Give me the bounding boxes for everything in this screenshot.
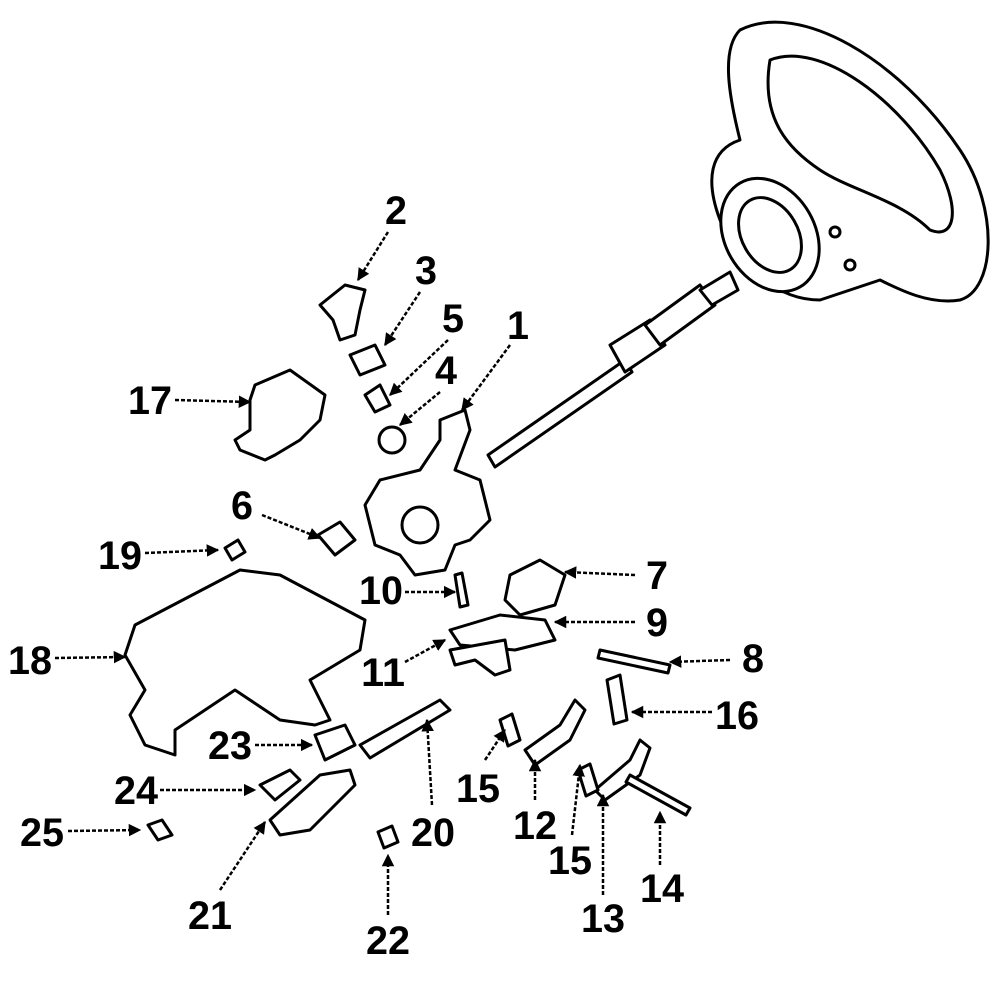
callout-21: 21 [188, 894, 232, 938]
part-6 [316, 520, 357, 557]
spring-15a [498, 712, 522, 748]
callout-7: 7 [646, 554, 668, 598]
steering-wheel [710, 20, 990, 303]
leader-arrow-1 [460, 344, 512, 412]
part-23 [313, 723, 357, 762]
leader-arrow-21 [218, 820, 267, 891]
pin-14 [624, 773, 692, 817]
leader-arrow-17 [174, 395, 252, 408]
lever-12 [523, 698, 587, 767]
leader-arrow-15 [483, 728, 507, 761]
callout-4: 4 [435, 349, 458, 393]
leader-arrow-5 [389, 339, 449, 396]
callout-16: 16 [715, 694, 759, 738]
callout-19: 19 [98, 534, 142, 578]
gear [377, 425, 407, 455]
parts [123, 20, 990, 850]
leader-arrow-20 [421, 718, 434, 806]
callout-6: 6 [231, 484, 253, 528]
leader-arrow-19 [144, 544, 220, 557]
callout-2: 2 [385, 189, 407, 233]
leader-arrow-3 [383, 291, 422, 347]
callout-15: 15 [456, 767, 500, 811]
callout-23: 23 [208, 724, 252, 768]
leader-arrow-4 [399, 391, 441, 426]
callout-11: 11 [361, 651, 405, 695]
callout-24: 24 [114, 769, 159, 813]
leader-arrow-25 [67, 823, 142, 837]
part-11 [448, 638, 512, 677]
callout-18: 18 [8, 639, 52, 683]
callout-13: 13 [581, 897, 625, 941]
callout-3: 3 [415, 249, 437, 293]
callout-15: 15 [548, 839, 592, 883]
callout-10: 10 [359, 569, 403, 613]
callout-25: 25 [20, 811, 64, 855]
leader-arrow-6 [261, 513, 322, 540]
part-19 [223, 538, 247, 562]
callout-8: 8 [742, 637, 764, 681]
leader-arrow-2 [356, 231, 390, 282]
part-20 [358, 698, 452, 760]
callout-14: 14 [640, 867, 685, 911]
part-22 [376, 824, 400, 850]
part-5 [363, 383, 392, 414]
spring-16 [605, 673, 629, 726]
part-25 [146, 818, 174, 842]
pin-10 [453, 571, 470, 609]
spring-15b [576, 762, 600, 798]
callout-20: 20 [411, 811, 455, 855]
leader-arrows [54, 231, 731, 915]
lock-cylinder [318, 283, 367, 342]
callout-1: 1 [507, 304, 529, 348]
part-9 [448, 613, 557, 652]
callout-12: 12 [513, 804, 557, 848]
leader-arrow-11 [404, 638, 447, 664]
part-21 [268, 768, 357, 837]
steering-shaft [486, 270, 740, 469]
leader-arrow-7 [563, 566, 636, 579]
callout-17: 17 [128, 379, 172, 423]
part-3 [348, 343, 387, 377]
callout-9: 9 [646, 601, 668, 645]
callout-labels: 1234567891011121314151516171819202122232… [8, 189, 764, 963]
column-base [123, 568, 367, 757]
leader-arrow-18 [54, 650, 127, 664]
part-7 [503, 558, 567, 617]
column-housing [363, 408, 492, 577]
shroud-bracket [233, 368, 327, 462]
callout-5: 5 [442, 297, 464, 341]
callout-22: 22 [366, 919, 410, 963]
pin-8 [596, 648, 672, 675]
leader-arrow-8 [668, 655, 731, 668]
part-24 [258, 768, 302, 802]
